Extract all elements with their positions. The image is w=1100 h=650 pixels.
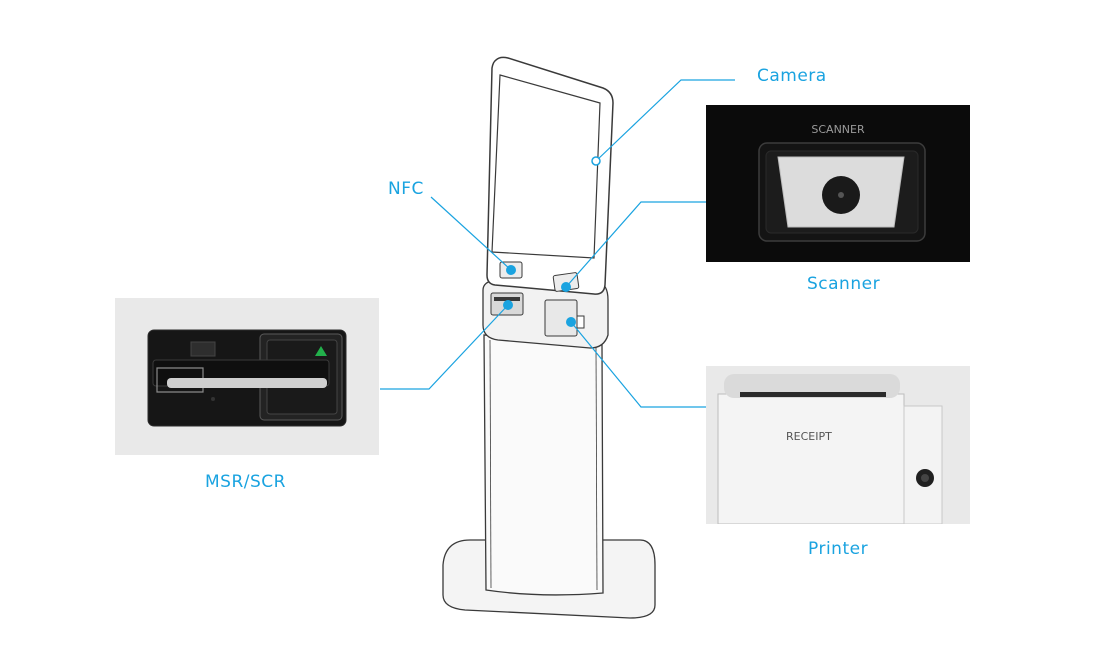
printer-illustration [706, 366, 970, 524]
marker-msr [503, 300, 513, 310]
msr-scr-label: MSR/SCR [205, 472, 286, 492]
marker-camera [591, 156, 601, 166]
scanner-closeup: SCANNER [706, 105, 970, 262]
display-area [491, 74, 601, 259]
kiosk-column [483, 334, 604, 596]
leader-msr [380, 304, 509, 390]
scanner-illustration [758, 142, 926, 242]
marker-printer [566, 317, 576, 327]
marker-nfc [506, 265, 516, 275]
receipt-caption: RECEIPT [786, 430, 832, 443]
printer-label: Printer [808, 539, 869, 559]
card-arrow-icon [315, 346, 327, 356]
scanner-label: Scanner [807, 274, 881, 294]
marker-scanner [561, 282, 571, 292]
leader-scanner [565, 201, 706, 288]
camera-label: Camera [757, 66, 827, 86]
leader-camera [595, 79, 735, 162]
msr-scr-closeup [115, 298, 379, 455]
leader-printer [570, 321, 706, 408]
nfc-label: NFC [388, 179, 424, 199]
printer-closeup: RECEIPT [706, 366, 970, 524]
msr-illustration [147, 329, 347, 427]
scanner-caption: SCANNER [811, 123, 865, 136]
leader-nfc [430, 196, 512, 271]
